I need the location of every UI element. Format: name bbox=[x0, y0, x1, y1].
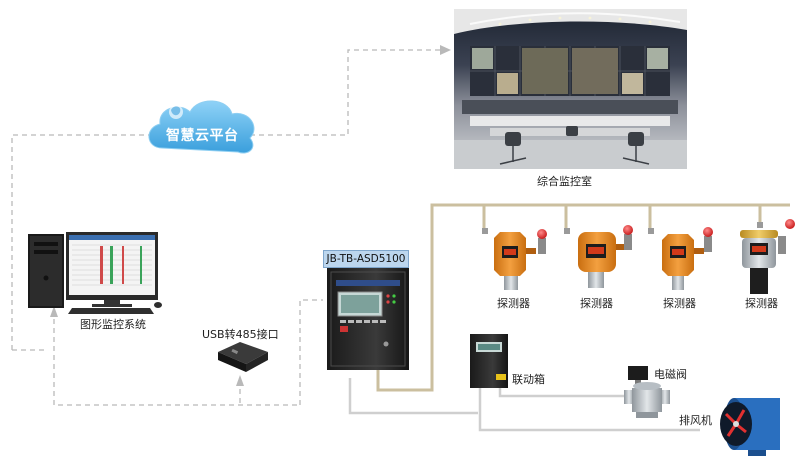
controller-model-badge: JB-TB-ASD5100 bbox=[323, 250, 409, 268]
detector-3-label: 探测器 bbox=[663, 297, 696, 310]
detector-1-label: 探测器 bbox=[497, 297, 530, 310]
arrow-to-computer-icon bbox=[50, 306, 58, 317]
usb-485-converter-icon bbox=[218, 342, 268, 372]
control-room-caption: 综合监控室 bbox=[537, 175, 592, 188]
arrow-to-control-room-icon bbox=[440, 45, 451, 55]
linkage-box-icon bbox=[470, 334, 508, 388]
detector-bus-cable bbox=[376, 203, 790, 392]
detector-4-label: 探测器 bbox=[745, 297, 778, 310]
linkage-box-label: 联动箱 bbox=[512, 373, 545, 386]
usb-converter-caption: USB转485接口 bbox=[202, 328, 279, 341]
exhaust-fan-label: 排风机 bbox=[679, 414, 712, 427]
cloud-platform-label: 智慧云平台 bbox=[166, 128, 239, 144]
detector-3-icon bbox=[648, 227, 713, 290]
detector-4-icon bbox=[740, 219, 795, 294]
exhaust-fan-icon bbox=[720, 398, 780, 456]
computer-caption: 图形监控系统 bbox=[80, 318, 146, 331]
cloud-platform-icon bbox=[148, 100, 255, 154]
output-cables bbox=[348, 378, 700, 432]
controller-cabinet-icon bbox=[327, 268, 409, 370]
arrow-to-usb-icon bbox=[236, 375, 244, 386]
control-room-photo bbox=[454, 9, 687, 169]
detector-2-icon bbox=[564, 225, 633, 288]
solenoid-valve-label: 电磁阀 bbox=[654, 368, 687, 381]
detector-1-icon bbox=[482, 228, 547, 290]
solenoid-valve-icon bbox=[624, 366, 670, 418]
detector-2-label: 探测器 bbox=[580, 297, 613, 310]
desktop-computer-icon bbox=[28, 232, 162, 314]
